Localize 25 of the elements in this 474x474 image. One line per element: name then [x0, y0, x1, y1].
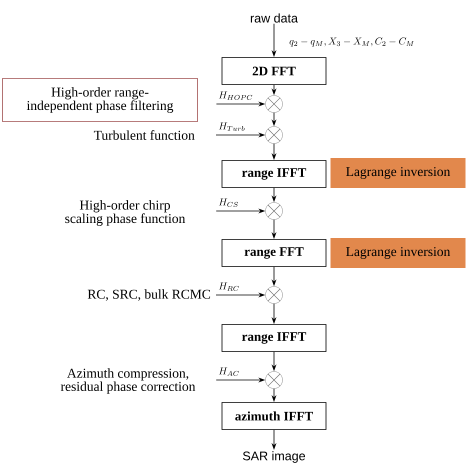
flow-terminal-text: raw data [250, 13, 298, 23]
input-text: RC, SRC, bulk RCMC [88, 289, 210, 301]
process-box: range IFFT [222, 160, 326, 188]
edge-label: $H_{Turb}$ [218, 122, 245, 131]
process-box: 2D FFT [222, 57, 326, 85]
edge-label: $H_{HOPC}$ [218, 91, 252, 100]
multiplier-circle [265, 95, 283, 113]
input-text: High-order chirp scaling phase function [65, 200, 186, 226]
multiplier-circle [265, 371, 283, 389]
multiplier-circle [265, 286, 283, 304]
parameter-list: $q_2 - q_M, X_3 - X_M, C_2 - C_M$ [290, 37, 414, 46]
flow-terminal-text: SAR image [242, 451, 306, 463]
note-box: Lagrange inversion [330, 238, 466, 268]
edge-label: $H_{CS}$ [218, 198, 238, 207]
process-box: range IFFT [222, 324, 326, 352]
process-box: azimuth IFFT [222, 402, 326, 430]
edge-label: $H_{AC}$ [218, 367, 239, 376]
multiplier-circle [265, 126, 283, 144]
edge-label: $H_{RC}$ [218, 282, 239, 291]
note-box: Lagrange inversion [330, 158, 466, 188]
filter-box: High-order range-independent phase filtering [2, 78, 198, 122]
input-text: Azimuth compression, residual phase correction [60, 368, 196, 394]
input-text: Turbulent function [94, 130, 195, 140]
process-box: range FFT [222, 239, 326, 267]
multiplier-circle [265, 202, 283, 220]
